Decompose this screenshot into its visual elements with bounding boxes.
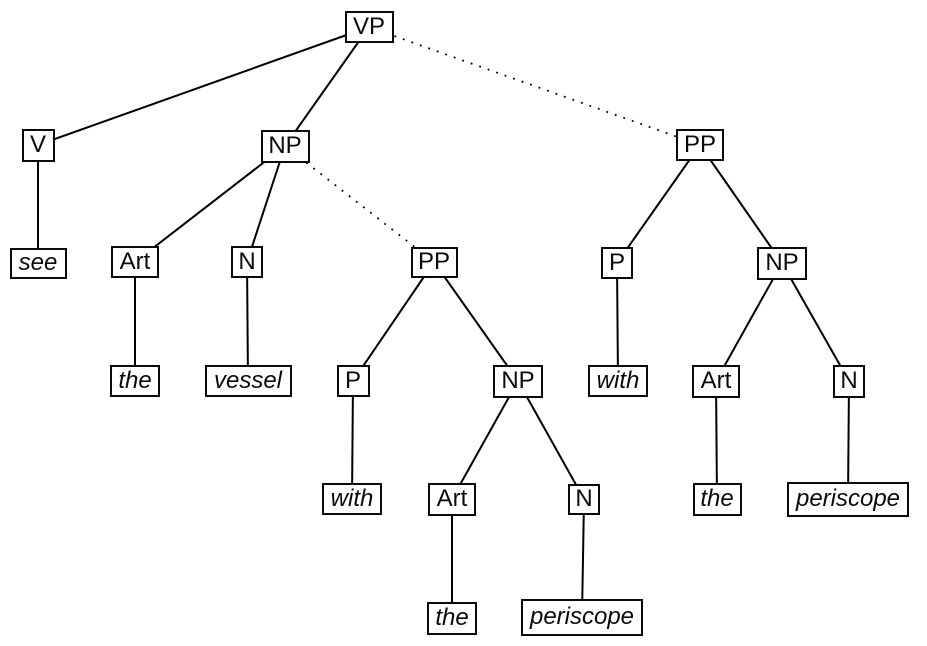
tree-node-label: periscope: [795, 485, 901, 512]
tree-node-with1: with: [322, 483, 382, 515]
tree-node-label: vessel: [213, 367, 283, 394]
tree-node-label: NP: [268, 132, 302, 159]
tree-edge-pp1-np2: [433, 261, 519, 382]
tree-node-label: V: [29, 131, 46, 158]
tree-node-the3: the: [692, 482, 742, 516]
tree-node-label: N: [840, 367, 858, 394]
tree-edge-pp2-p2: [616, 144, 701, 264]
tree-edge-art3-the3: [715, 380, 718, 500]
tree-edge-np2-n2: [517, 380, 585, 500]
tree-node-label: PP: [683, 131, 716, 158]
tree-node-art3: Art: [692, 364, 740, 398]
tree-node-label: periscope: [529, 603, 635, 630]
tree-node-np2: NP: [493, 364, 543, 398]
tree-node-label: Art: [700, 367, 732, 394]
tree-node-np3: NP: [757, 246, 807, 280]
tree-node-with2: with: [588, 365, 648, 397]
tree-edge-n1-vessel: [246, 261, 249, 382]
tree-edge-vp-np1: [284, 26, 370, 147]
tree-node-label: NP: [765, 249, 799, 276]
tree-node-label: the: [435, 604, 469, 631]
tree-node-see: see: [9, 247, 67, 279]
tree-node-label: the: [700, 485, 734, 512]
tree-node-art1: Art: [111, 246, 159, 278]
tree-edge-vp-v: [37, 26, 370, 146]
tree-node-n1: N: [231, 246, 263, 278]
tree-node-art2: Art: [428, 482, 476, 516]
tree-node-periscope2: periscope: [787, 481, 909, 517]
tree-edge-p1-with1: [351, 380, 354, 500]
tree-node-the2: the: [427, 601, 477, 635]
tree-node-label: N: [575, 485, 593, 512]
tree-edge-np1-pp1: [284, 145, 435, 263]
tree-node-label: PP: [417, 248, 450, 275]
tree-edge-np3-n3: [781, 262, 850, 382]
tree-node-pp2: PP: [676, 129, 724, 161]
tree-node-label: Art: [119, 248, 151, 275]
tree-node-label: Art: [436, 485, 468, 512]
tree-node-np1: NP: [260, 129, 310, 163]
tree-node-vp: VP: [344, 11, 394, 43]
tree-edge-vp-pp2: [368, 26, 701, 146]
tree-node-v: V: [21, 128, 55, 162]
tree-edge-np3-art3: [715, 262, 783, 382]
tree-node-p1: P: [336, 365, 370, 397]
tree-node-n3: N: [833, 364, 865, 398]
tree-edge-pp2-np3: [699, 144, 783, 264]
tree-node-label: with: [330, 485, 374, 512]
tree-node-label: NP: [501, 367, 535, 394]
tree-edge-n2-periscope1: [581, 498, 585, 618]
tree-node-periscope1: periscope: [521, 598, 643, 636]
tree-edge-p2-with2: [616, 262, 619, 382]
tree-node-label: VP: [352, 13, 385, 40]
tree-node-label: P: [344, 367, 361, 394]
tree-edge-np1-n1: [246, 145, 286, 263]
tree-edge-np1-art1: [134, 145, 286, 263]
tree-node-the1: the: [110, 365, 160, 397]
tree-node-vessel: vessel: [204, 365, 292, 397]
tree-node-label: the: [118, 367, 152, 394]
tree-node-pp1: PP: [410, 246, 458, 278]
tree-edge-n3-periscope2: [847, 380, 850, 500]
tree-node-label: see: [18, 249, 58, 276]
tree-edge-np2-art2: [451, 380, 519, 500]
tree-node-label: N: [238, 248, 256, 275]
tree-node-p2: P: [601, 247, 633, 279]
tree-node-n2: N: [568, 483, 600, 515]
tree-edge-pp1-p1: [352, 261, 435, 382]
tree-node-label: with: [596, 367, 640, 394]
tree-node-label: P: [608, 249, 625, 276]
